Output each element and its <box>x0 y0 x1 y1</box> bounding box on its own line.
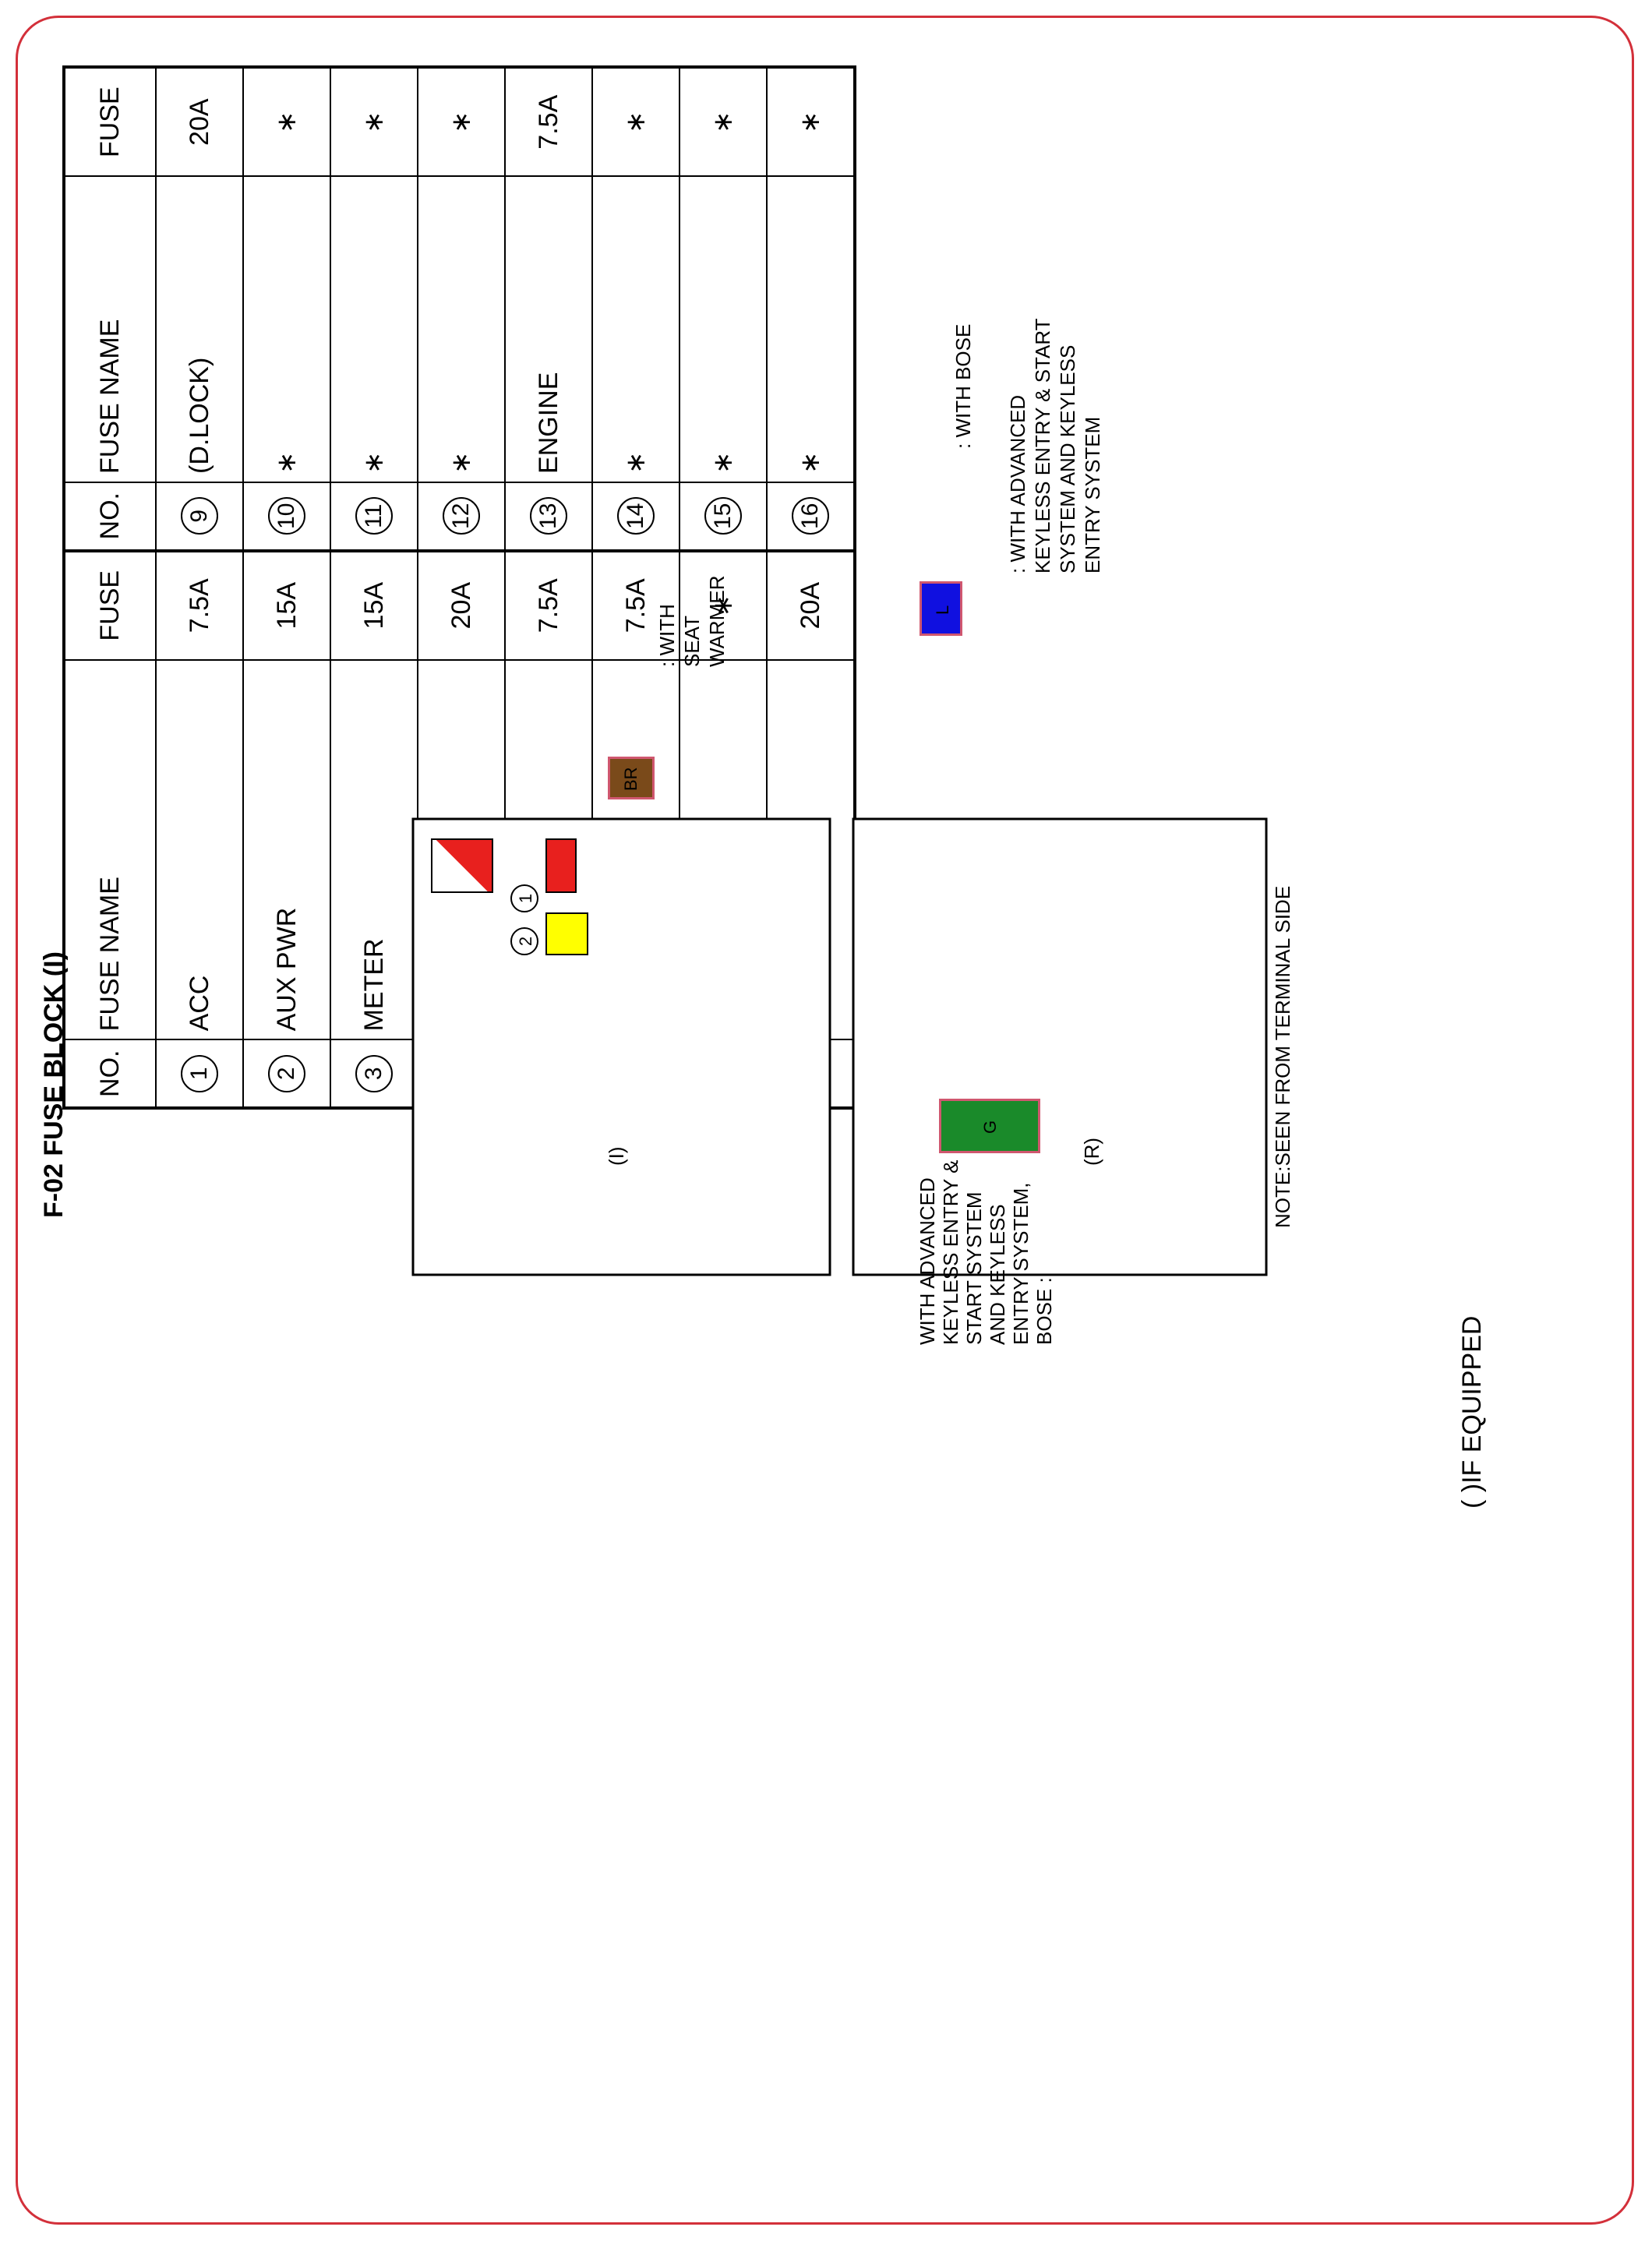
label-seat-warmer: : WITH SEAT WARMER <box>655 575 729 667</box>
fuse-number-1: 1 <box>510 884 538 912</box>
wire-code: G <box>980 1120 1000 1134</box>
fuse-slot-1-left <box>431 838 493 893</box>
block-r-outline <box>852 817 1268 1276</box>
label-with-advanced-bose: WITH ADVANCED KEYLESS ENTRY & START SYST… <box>916 1159 1056 1345</box>
label-with-bose: : WITH BOSE <box>951 323 975 449</box>
connector-green-adv-bose: G <box>939 1099 1040 1153</box>
page-border <box>16 16 1634 2225</box>
fuse-slot-2-right <box>545 912 588 955</box>
label-with-advanced: : WITH ADVANCED KEYLESS ENTRY & START SY… <box>1006 318 1104 573</box>
wire-code: L <box>933 605 952 615</box>
label-block-i: (I) <box>605 1146 628 1166</box>
fuse-number-2: 2 <box>510 927 538 955</box>
fuse-slot-1-right <box>545 838 577 893</box>
connector-blue-bose: L <box>920 581 962 636</box>
note-terminal-side: NOTE:SEEN FROM TERMINAL SIDE <box>1271 885 1294 1228</box>
label-block-r: (R) <box>1080 1137 1103 1166</box>
wire-code: BR <box>621 767 641 791</box>
connector-brown-seat: BR <box>608 757 655 799</box>
